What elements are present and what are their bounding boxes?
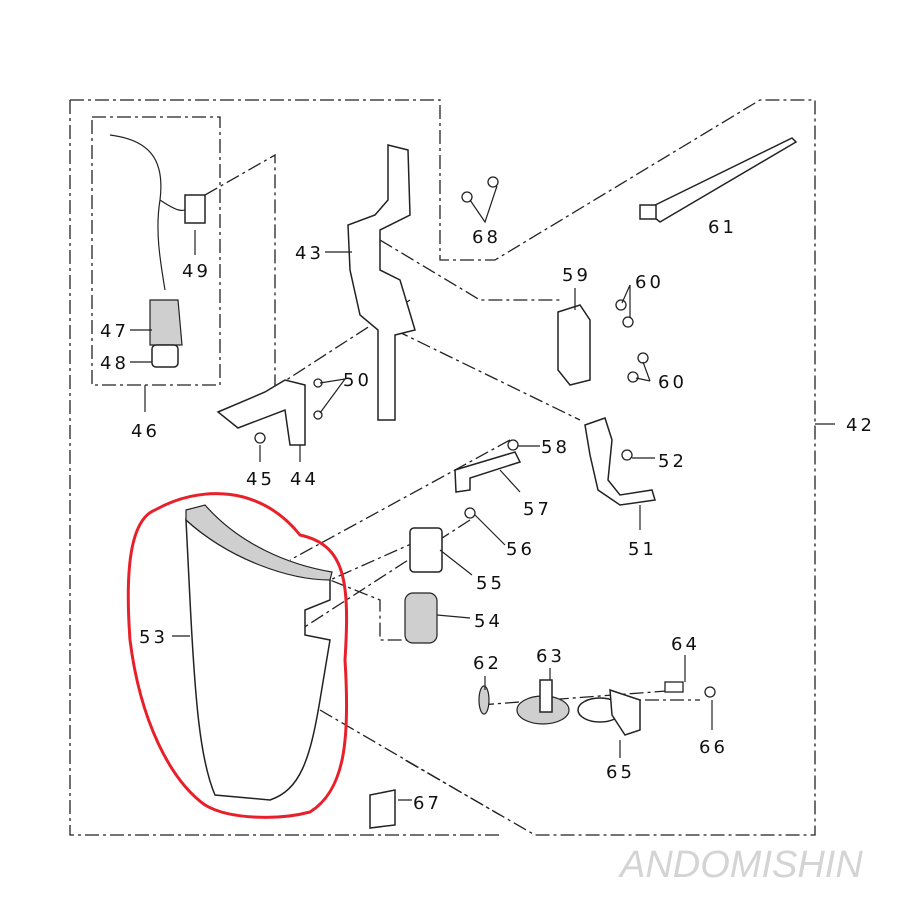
label-58: 58: [541, 437, 570, 458]
part-43-bracket: [347, 144, 416, 421]
label-55: 55: [476, 573, 505, 594]
part-61-cable-tie: [643, 137, 798, 223]
assembly-42-boundary: [69, 99, 816, 836]
part-59-bracket: [557, 304, 591, 386]
part-54-cap: [404, 592, 438, 644]
screw-60a: [615, 299, 627, 311]
label-52: 52: [658, 451, 687, 472]
label-42: 42: [846, 415, 875, 436]
part-57-bracket: [454, 451, 522, 493]
label-56: 56: [506, 539, 535, 560]
label-54: 54: [474, 611, 503, 632]
label-45: 45: [246, 469, 275, 490]
screw-60b: [622, 316, 634, 328]
screw-52: [621, 449, 633, 461]
label-43: 43: [295, 243, 324, 264]
label-62: 62: [473, 653, 502, 674]
label-50: 50: [343, 370, 372, 391]
screws: [254, 176, 716, 698]
label-53: 53: [139, 627, 168, 648]
part-67-label: [369, 789, 396, 829]
label-46: 46: [131, 421, 160, 442]
cable-tie-head: [639, 204, 657, 220]
screw-68a: [461, 191, 473, 203]
label-61: 61: [708, 217, 737, 238]
part-55-knob: [409, 527, 443, 573]
leaders: [130, 185, 713, 801]
screw-66: [704, 686, 716, 698]
screw-60d: [627, 371, 639, 383]
label-67: 67: [413, 793, 442, 814]
part-51-bracket: [584, 417, 656, 506]
label-57: 57: [523, 499, 552, 520]
label-63: 63: [536, 646, 565, 667]
part-53-cover: [185, 504, 333, 801]
assembly-46-boundary: [91, 116, 221, 386]
screw-64: [664, 681, 684, 693]
part-46-lamp: [109, 134, 206, 368]
label-49: 49: [182, 261, 211, 282]
label-51: 51: [628, 539, 657, 560]
label-66: 66: [699, 737, 728, 758]
screw-58: [507, 439, 519, 451]
label-65: 65: [606, 762, 635, 783]
label-44: 44: [290, 469, 319, 490]
screw-60c: [637, 352, 649, 364]
label-48: 48: [100, 353, 129, 374]
part-65-bracket: [609, 688, 641, 736]
part-44-bracket: [216, 379, 306, 446]
label-60-top: 60: [635, 272, 664, 293]
screw-68b: [487, 176, 499, 188]
label-60-bottom: 60: [658, 372, 687, 393]
part-63-post: [539, 679, 553, 713]
label-64: 64: [671, 634, 700, 655]
label-68: 68: [472, 227, 501, 248]
screw-45: [254, 432, 266, 444]
watermark: ANDOMISHIN: [618, 844, 863, 886]
part-62-washer: [478, 685, 490, 715]
label-59: 59: [562, 265, 591, 286]
highlight-outline-53: [126, 492, 349, 819]
label-47: 47: [100, 321, 129, 342]
screw-56: [464, 507, 476, 519]
